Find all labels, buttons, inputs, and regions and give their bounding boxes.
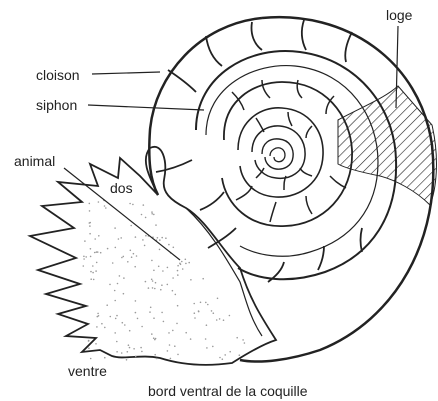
outer-shell — [240, 17, 433, 361]
animal-inner-edge — [186, 208, 262, 336]
living-chamber-hatch — [338, 86, 436, 205]
septa-outer — [156, 20, 362, 282]
label-loge: loge — [386, 7, 413, 23]
label-bord-ventral: bord ventral de la coquille — [148, 383, 308, 399]
septa-inner — [232, 80, 346, 222]
fourth-whorl — [238, 108, 323, 197]
label-animal: animal — [14, 153, 55, 169]
label-ventre: ventre — [68, 363, 107, 379]
sixth-whorl — [262, 139, 293, 169]
label-dos: dos — [110, 180, 133, 196]
center-coil — [270, 148, 285, 162]
animal-dots — [83, 199, 246, 360]
label-cloison: cloison — [36, 67, 80, 83]
label-siphon: siphon — [36, 97, 77, 113]
fifth-whorl — [252, 126, 305, 178]
